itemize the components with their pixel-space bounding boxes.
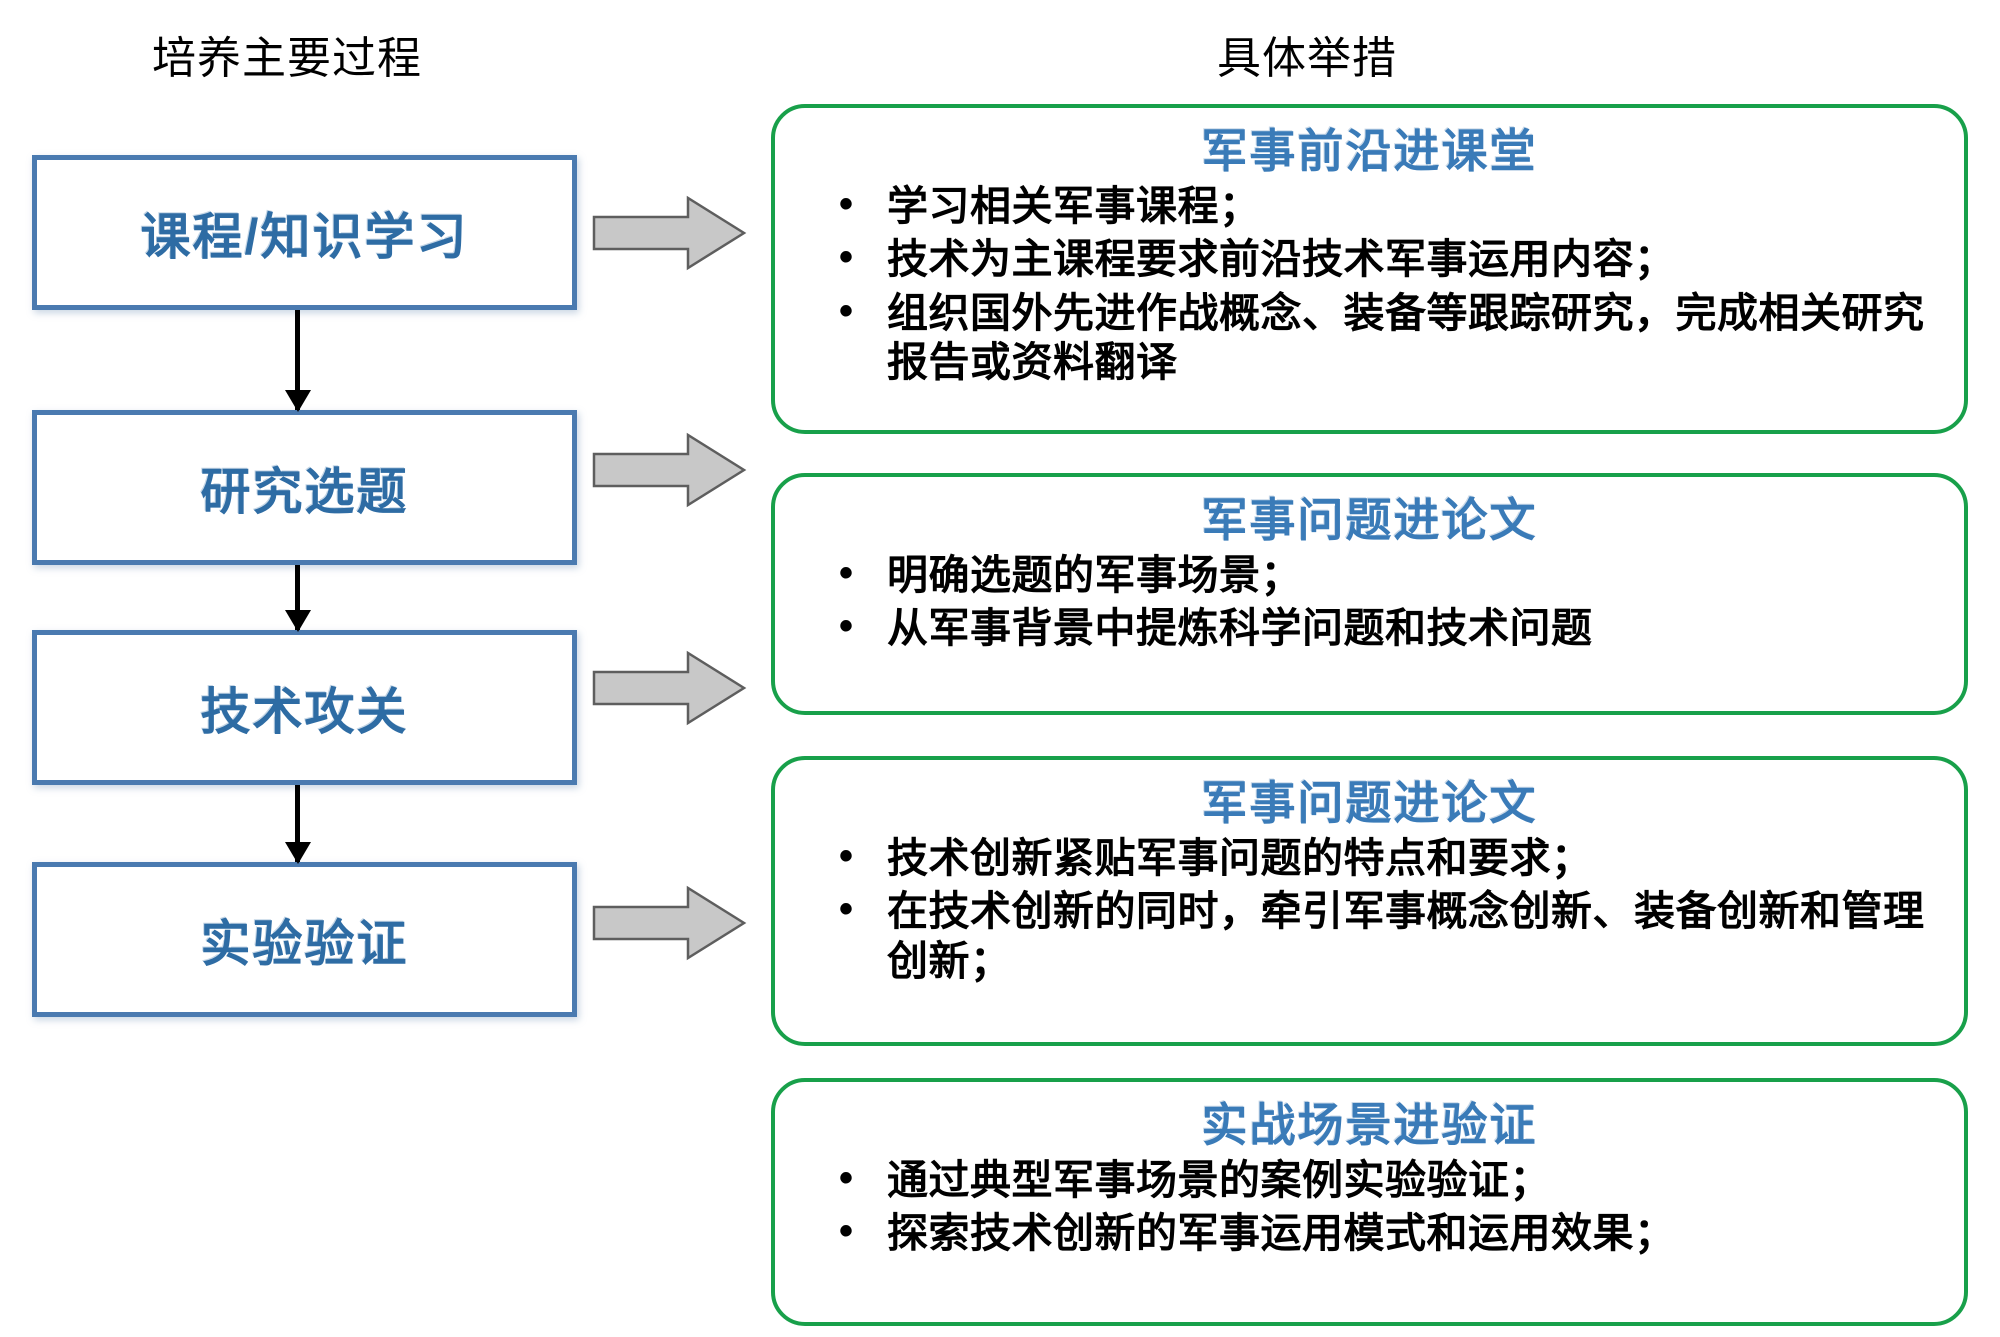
list-item: 学习相关军事课程；	[835, 180, 1938, 231]
measure-card-classroom[interactable]: 军事前沿进课堂 学习相关军事课程； 技术为主课程要求前沿技术军事运用内容； 组织…	[771, 104, 1968, 434]
measure-bullet-list: 技术创新紧贴军事问题的特点和要求； 在技术创新的同时，牵引军事概念创新、装备创新…	[835, 832, 1938, 986]
measure-card-thesis-technical[interactable]: 军事问题进论文 技术创新紧贴军事问题的特点和要求； 在技术创新的同时，牵引军事概…	[771, 756, 1968, 1046]
list-item: 明确选题的军事场景；	[835, 549, 1938, 600]
down-arrow-icon	[295, 565, 300, 630]
stage-label: 技术攻关	[200, 683, 409, 740]
stage-box-course-knowledge[interactable]: 课程/知识学习	[32, 155, 577, 310]
measure-bullet-list: 通过典型军事场景的案例实验验证； 探索技术创新的军事运用模式和运用效果；	[835, 1154, 1938, 1258]
stage-box-technical-breakthrough[interactable]: 技术攻关	[32, 630, 577, 785]
measure-bullet-list: 明确选题的军事场景； 从军事背景中提炼科学问题和技术问题	[835, 549, 1938, 653]
measure-card-title: 军事问题进论文	[1201, 777, 1538, 829]
stage-label: 实验验证	[200, 915, 409, 972]
list-item: 组织国外先进作战概念、装备等跟踪研究，完成相关研究报告或资料翻译	[835, 287, 1938, 387]
right-block-arrow-icon	[592, 885, 747, 961]
measure-bullet-list: 学习相关军事课程； 技术为主课程要求前沿技术军事运用内容； 组织国外先进作战概念…	[835, 180, 1938, 387]
right-block-arrow-icon	[592, 432, 747, 508]
list-item: 从军事背景中提炼科学问题和技术问题	[835, 602, 1938, 653]
measure-card-thesis-topic[interactable]: 军事问题进论文 明确选题的军事场景； 从军事背景中提炼科学问题和技术问题	[771, 473, 1968, 715]
measure-card-title: 军事问题进论文	[1201, 494, 1538, 546]
list-item: 技术创新紧贴军事问题的特点和要求；	[835, 832, 1938, 883]
list-item: 探索技术创新的军事运用模式和运用效果；	[835, 1207, 1938, 1258]
measure-card-title: 军事前沿进课堂	[1201, 125, 1538, 177]
stage-box-experiment-validation[interactable]: 实验验证	[32, 862, 577, 1017]
column-header-process: 培养主要过程	[152, 34, 422, 83]
measure-card-combat-validation[interactable]: 实战场景进验证 通过典型军事场景的案例实验验证； 探索技术创新的军事运用模式和运…	[771, 1078, 1968, 1326]
list-item: 在技术创新的同时，牵引军事概念创新、装备创新和管理创新；	[835, 885, 1938, 985]
right-block-arrow-icon	[592, 195, 747, 271]
right-block-arrow-icon	[592, 650, 747, 726]
column-header-measures: 具体举措	[1217, 34, 1397, 83]
list-item: 技术为主课程要求前沿技术军事运用内容；	[835, 233, 1938, 284]
measure-card-title: 实战场景进验证	[1201, 1099, 1538, 1151]
down-arrow-icon	[295, 785, 300, 862]
stage-label: 研究选题	[200, 463, 409, 520]
stage-label: 课程/知识学习	[140, 208, 469, 265]
stage-box-research-topic[interactable]: 研究选题	[32, 410, 577, 565]
list-item: 通过典型军事场景的案例实验验证；	[835, 1154, 1938, 1205]
down-arrow-icon	[295, 310, 300, 410]
